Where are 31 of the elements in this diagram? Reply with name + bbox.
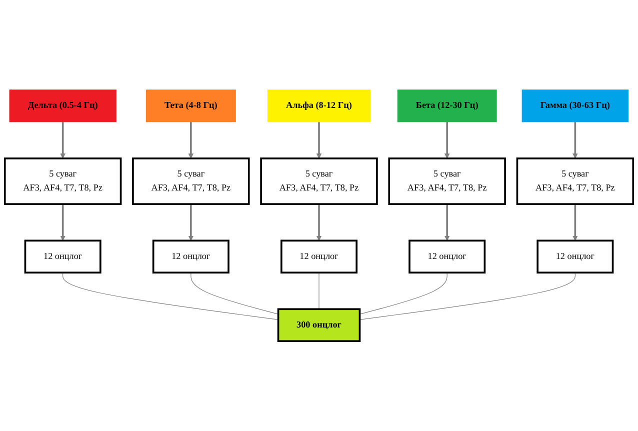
arrow [316, 122, 322, 159]
arrow [60, 204, 66, 241]
node-box: 300 онцлог [277, 308, 361, 342]
arrow [188, 204, 194, 241]
node-box: Бета (12-30 Гц) [397, 90, 497, 122]
node-box: 12 онцлог [536, 240, 614, 274]
connector [318, 272, 320, 310]
node-box: 12 онцлог [280, 240, 358, 274]
node-box: 5 суваг AF3, AF4, T7, T8, Pz [132, 158, 250, 205]
node-box: Дельта (0.5-4 Гц) [9, 90, 116, 122]
node-box: 12 онцлог [408, 240, 486, 274]
node-box: 12 онцлог [152, 240, 230, 274]
arrow [572, 204, 578, 241]
arrow [188, 122, 194, 159]
connector [359, 272, 448, 315]
connector [62, 272, 279, 320]
connector [359, 272, 576, 320]
node-box: Альфа (8-12 Гц) [267, 90, 371, 122]
node-box: 5 суваг AF3, AF4, T7, T8, Pz [388, 158, 506, 205]
arrow [444, 204, 450, 241]
arrow [444, 122, 450, 159]
node-box: 5 суваг AF3, AF4, T7, T8, Pz [4, 158, 122, 205]
node-box: Гамма (30-63 Гц) [522, 90, 629, 122]
node-box: Тета (4-8 Гц) [146, 90, 236, 122]
connector [190, 272, 279, 315]
arrow [572, 122, 578, 159]
arrow [316, 204, 322, 241]
node-box: 12 онцлог [24, 240, 102, 274]
arrow [60, 122, 66, 159]
node-box: 5 суваг AF3, AF4, T7, T8, Pz [260, 158, 378, 205]
node-box: 5 суваг AF3, AF4, T7, T8, Pz [516, 158, 634, 205]
